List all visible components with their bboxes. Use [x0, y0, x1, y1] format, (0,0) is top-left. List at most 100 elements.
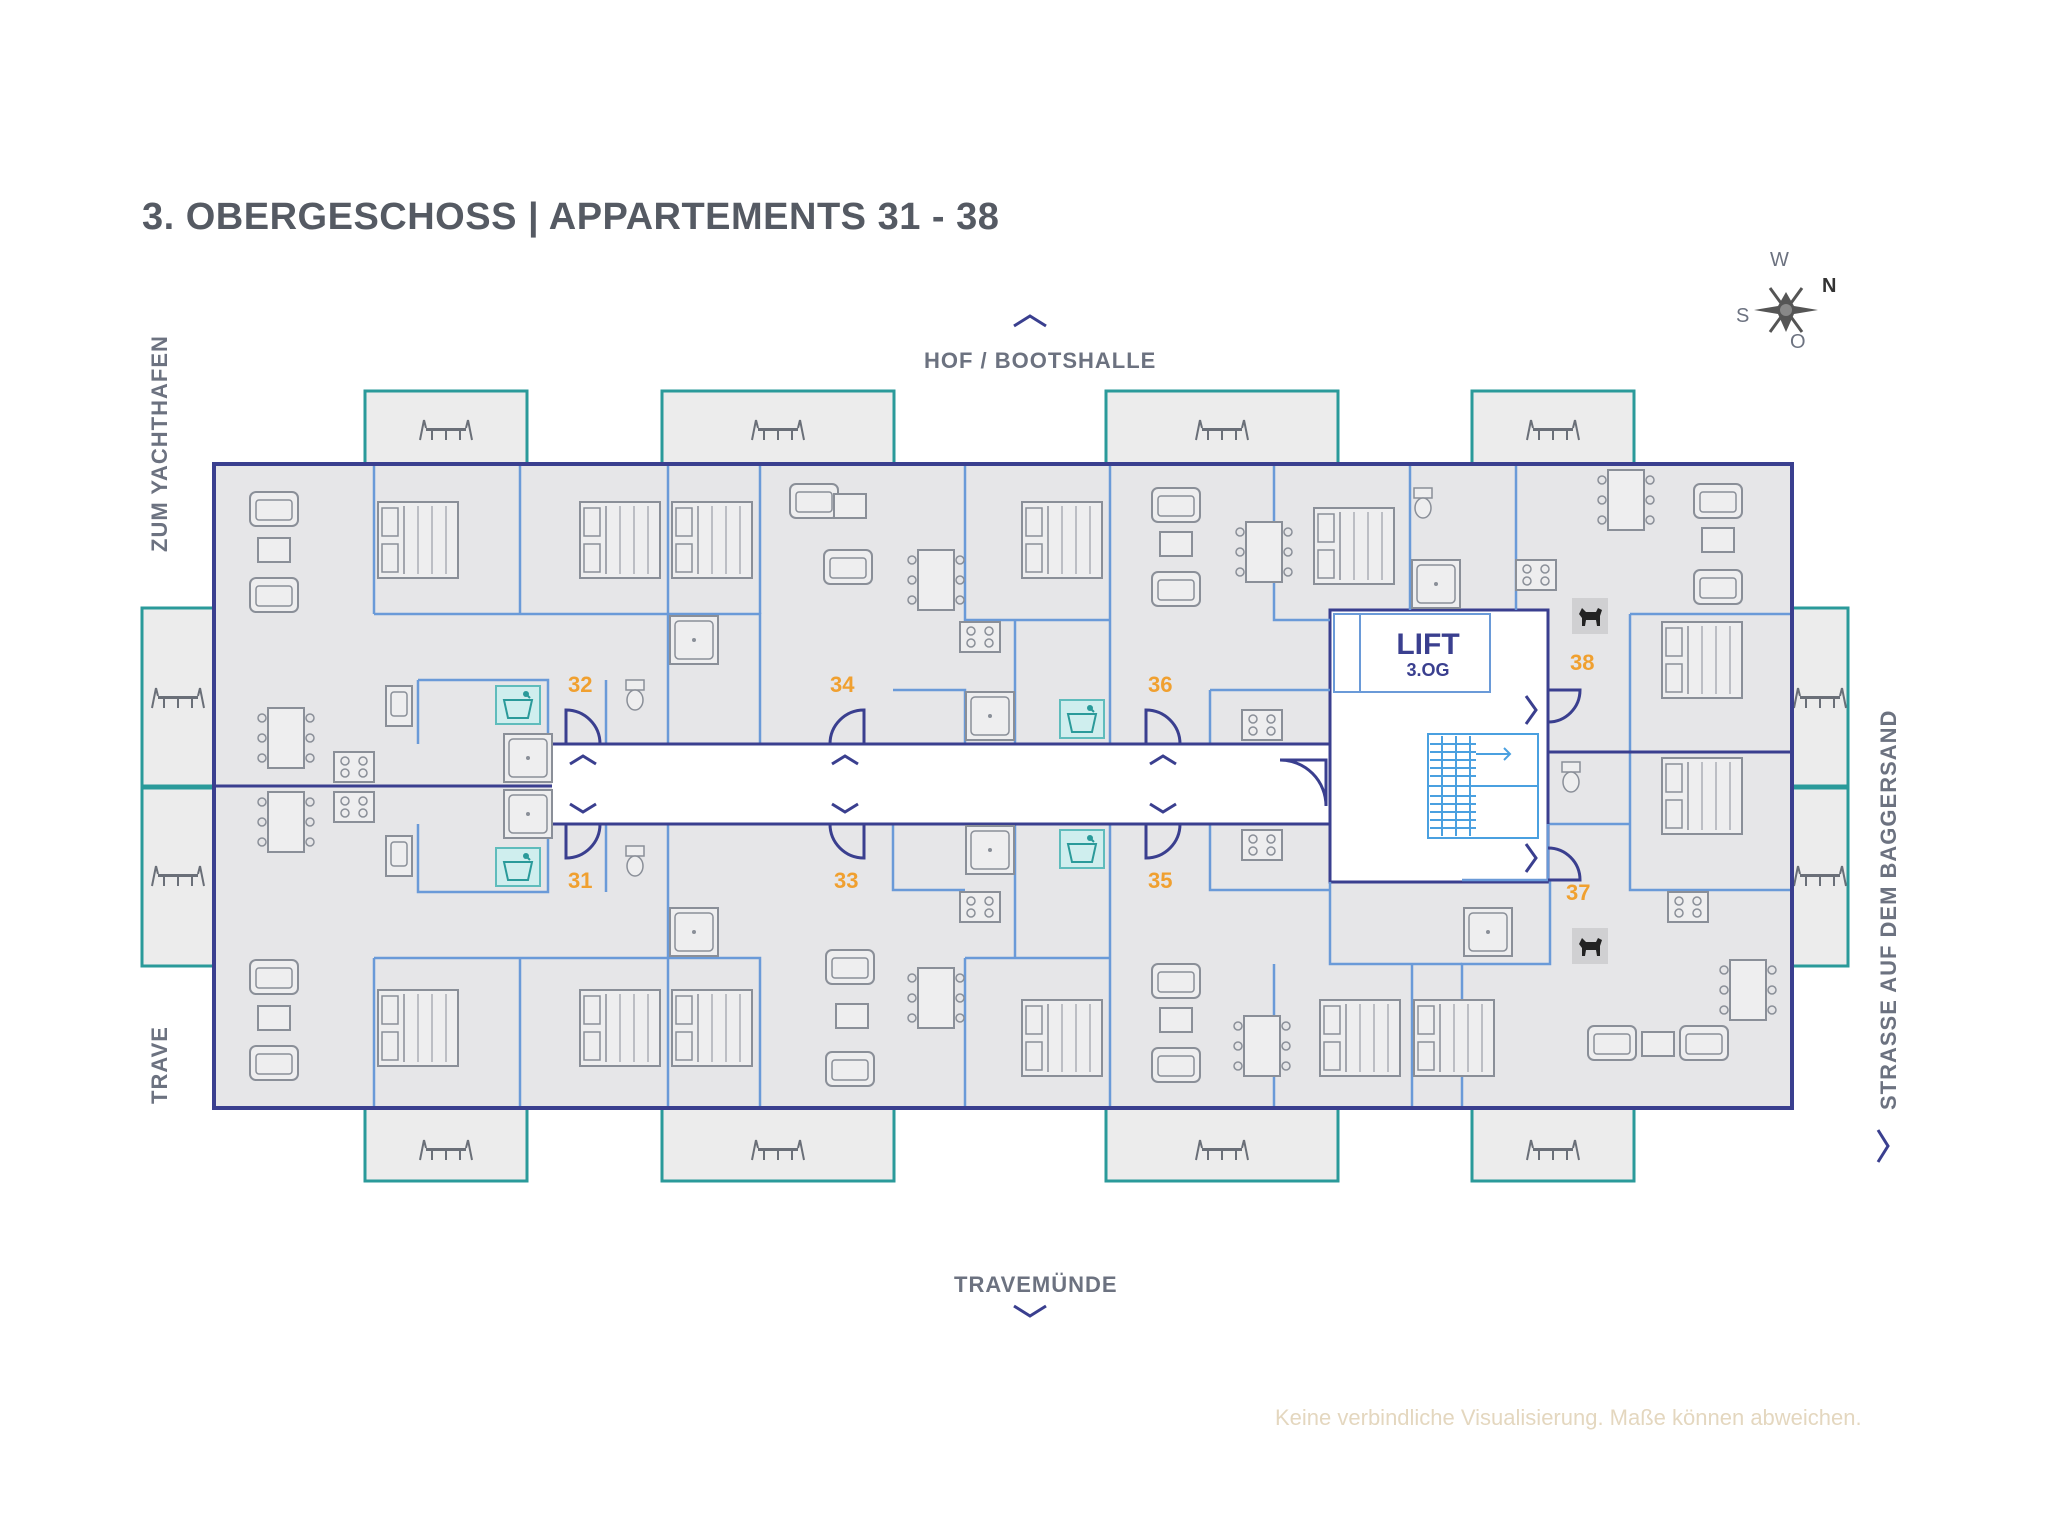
page-title: 3. OBERGESCHOSS | APPARTEMENTS 31 - 38 — [142, 196, 1000, 238]
apartment-32-number: 32 — [568, 672, 592, 697]
shower-icon — [669, 615, 719, 665]
corridor — [552, 744, 1330, 824]
apartment-31-door — [564, 823, 602, 860]
compass-w: W — [1770, 249, 1789, 271]
disclaimer-text: Keine verbindliche Visualisierung. Maße … — [1275, 1405, 1862, 1430]
armchair-icon — [1151, 963, 1201, 999]
bed-icon — [1661, 621, 1743, 699]
kitchen-icon — [333, 791, 375, 823]
lift-label: LIFT — [1396, 628, 1459, 661]
bed-icon — [1021, 999, 1103, 1077]
apartment-36-door — [1144, 708, 1182, 745]
apartment-38-door — [1547, 688, 1582, 724]
armchair-icon — [825, 1051, 875, 1087]
kitchen-icon — [1667, 891, 1709, 923]
armchair-icon — [249, 959, 299, 995]
bed-icon — [1413, 999, 1495, 1077]
armchair-icon — [1151, 487, 1201, 523]
dog-icon — [1572, 598, 1608, 634]
chevron-icons — [569, 314, 1890, 1318]
washing-icon — [1059, 829, 1105, 869]
armchair-icon — [1693, 569, 1743, 605]
kitchen-icon — [1241, 829, 1283, 861]
bed-icon — [1313, 507, 1395, 585]
dining-table-icon — [1233, 1015, 1291, 1077]
dining-table-icon — [1235, 521, 1293, 583]
bed-icon — [1021, 501, 1103, 579]
armchair-icon — [1151, 1047, 1201, 1083]
apartment-walls — [214, 742, 1792, 826]
washing-icon — [495, 847, 541, 887]
washing-icon — [1059, 699, 1105, 739]
armchair-icon — [249, 1045, 299, 1081]
bed-icon — [671, 501, 753, 579]
tv-icon — [833, 493, 867, 519]
compass-icon: W N S O — [1736, 249, 1836, 353]
shower-icon — [1463, 907, 1513, 957]
dining-table-icon — [1597, 469, 1655, 531]
apartment-33-number: 33 — [834, 868, 858, 893]
apartment-37-number: 37 — [1566, 880, 1590, 905]
kitchen-icon — [959, 621, 1001, 653]
bed-icon — [579, 501, 661, 579]
tv-icon — [835, 1003, 869, 1029]
dining-table-icon — [257, 791, 315, 853]
compass-o: O — [1790, 331, 1806, 353]
wc-icon — [625, 845, 645, 877]
washing-icon — [495, 685, 541, 725]
tv-icon — [1159, 1007, 1193, 1033]
corridor-door — [1279, 758, 1328, 807]
sink-icon — [385, 685, 413, 727]
apartment-36-number: 36 — [1148, 672, 1172, 697]
wc-icon — [1413, 487, 1433, 519]
dining-table-icon — [1719, 959, 1777, 1021]
shower-icon — [1411, 559, 1461, 609]
apartment-34-number: 34 — [830, 672, 855, 697]
armchair-icon — [1587, 1025, 1637, 1061]
direction-top-label: HOF / BOOTSHALLE — [924, 348, 1157, 373]
shower-icon — [965, 691, 1015, 741]
tv-icon — [1701, 527, 1735, 553]
apartment-numbers: 32 31 34 33 36 35 38 37 — [568, 650, 1594, 905]
dog-icon — [1572, 928, 1608, 964]
bed-icon — [671, 989, 753, 1067]
kitchen-icon — [1515, 559, 1557, 591]
bed-icon — [1661, 757, 1743, 835]
armchair-icon — [249, 491, 299, 527]
chevron-down-icon — [1013, 1304, 1047, 1318]
dining-table-icon — [907, 967, 965, 1029]
sink-icon — [385, 835, 413, 877]
interior-walls — [372, 464, 1792, 1108]
apartment-37-door — [1547, 846, 1582, 882]
wc-icon — [1561, 761, 1581, 793]
bed-icon — [377, 989, 459, 1067]
apartment-35-door — [1144, 823, 1182, 860]
armchair-icon — [789, 483, 839, 519]
kitchen-icon — [959, 891, 1001, 923]
bed-icon — [1319, 999, 1401, 1077]
armchair-icon — [249, 577, 299, 613]
lift[interactable]: LIFT 3.OG — [1333, 613, 1491, 693]
shower-icon — [503, 789, 553, 839]
bed-icon — [377, 501, 459, 579]
compass-s: S — [1736, 305, 1749, 327]
apartment-31-number: 31 — [568, 868, 592, 893]
entrance-doors[interactable] — [564, 688, 1582, 882]
apartment-34-door — [828, 708, 866, 746]
chevron-right-icon — [1876, 1129, 1890, 1163]
direction-bottom-label: TRAVEMÜNDE — [954, 1272, 1118, 1297]
tv-icon — [1641, 1031, 1675, 1057]
armchair-icon — [823, 549, 873, 585]
armchair-icon — [825, 949, 875, 985]
tv-icon — [257, 1005, 291, 1031]
dining-table-icon — [907, 549, 965, 611]
wc-icon — [625, 679, 645, 711]
apartment-35-number: 35 — [1148, 868, 1172, 893]
kitchen-icon — [333, 751, 375, 783]
shower-icon — [669, 907, 719, 957]
armchair-icon — [1679, 1025, 1729, 1061]
lift-floor-label: 3.OG — [1406, 660, 1449, 680]
compass-n: N — [1822, 275, 1836, 297]
kitchen-icon — [1241, 709, 1283, 741]
